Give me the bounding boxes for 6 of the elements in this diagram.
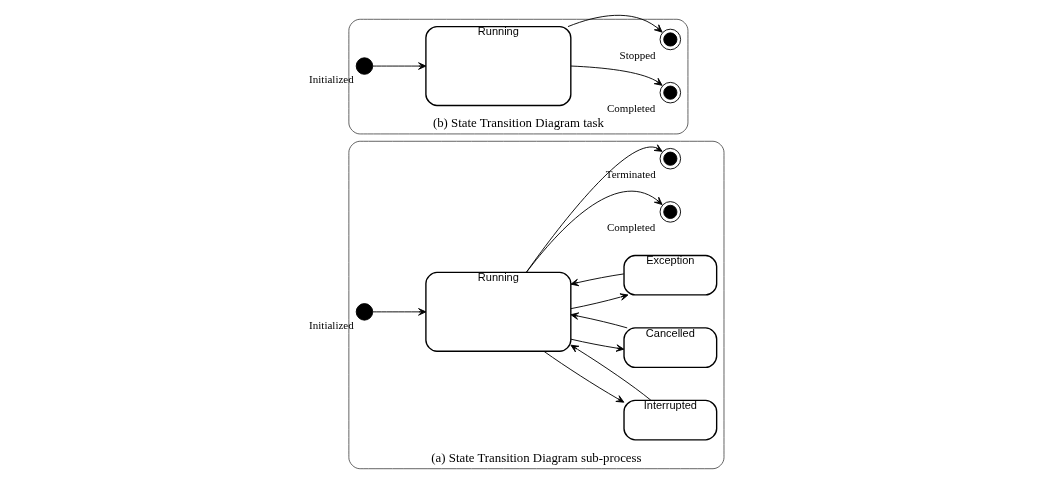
node-label: Initialized bbox=[308, 318, 354, 331]
node-label: Stopped bbox=[619, 48, 656, 61]
node-label: Terminated bbox=[605, 167, 656, 180]
node-label: Completed bbox=[606, 220, 655, 233]
node-label: Completed bbox=[606, 101, 655, 114]
node-label: Initialized bbox=[308, 73, 354, 86]
